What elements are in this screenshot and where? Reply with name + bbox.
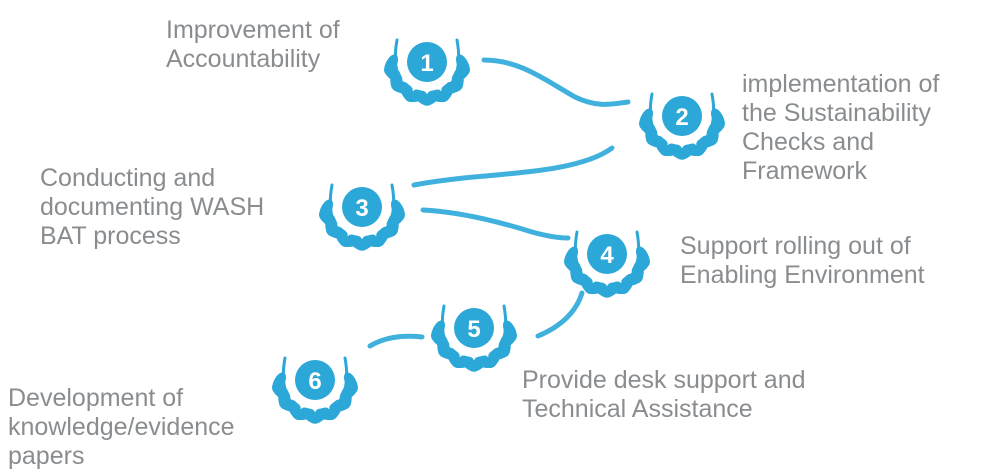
step-5-label-line: Provide desk support and	[522, 366, 806, 394]
laurel-wreath-icon	[272, 356, 358, 424]
step-2-label-line: Framework	[742, 157, 868, 185]
step-number-disc	[342, 187, 382, 227]
step-2-label-line: Checks and	[742, 128, 875, 156]
connector-5-6	[367, 333, 425, 349]
step-4-label: Support rolling out of Enabling Environm…	[680, 232, 925, 290]
step-6-label-line: papers	[8, 442, 85, 470]
step-2-label: implementation of the Sustainability Che…	[742, 70, 939, 186]
step-4-label-line: Support rolling out of	[680, 232, 911, 260]
step-5-number: 5	[467, 316, 480, 343]
connector-4-5	[535, 290, 585, 339]
connector-2-3	[411, 145, 615, 188]
step-1-label: Improvement of Accountability	[166, 16, 340, 74]
step-3-label-line: BAT process	[40, 222, 181, 250]
connector-3-4	[420, 207, 571, 241]
step-6-label: Development of knowledge/evidence papers	[8, 384, 235, 471]
connectors	[367, 57, 631, 349]
step-1-label-line: Accountability	[166, 45, 321, 73]
step-3-number: 3	[355, 195, 368, 222]
connector-1-2	[481, 57, 631, 107]
step-3-label-line: Conducting and	[40, 164, 216, 192]
laurel-wreath-icon	[431, 304, 517, 372]
step-6-label-line: Development of	[8, 384, 184, 412]
step-6-laurel-badge: 6	[272, 356, 358, 424]
step-2-label-line: implementation of	[742, 70, 940, 98]
step-number-disc	[662, 96, 702, 136]
step-5-laurel-badge: 5	[431, 304, 517, 372]
step-number-disc	[407, 42, 447, 82]
step-number-disc	[454, 308, 494, 348]
step-2-number: 2	[675, 104, 688, 131]
step-2-label-line: the Sustainability	[742, 99, 932, 127]
step-6-number: 6	[308, 368, 321, 395]
step-4-laurel-badge: 4	[564, 230, 650, 298]
step-1-label-line: Improvement of	[166, 16, 340, 44]
badges: 1 2 3 4 5 6	[272, 38, 725, 424]
step-5-label-line: Technical Assistance	[522, 395, 753, 423]
step-6-label-line: knowledge/evidence	[8, 413, 235, 441]
step-number-disc	[295, 360, 335, 400]
step-2-laurel-badge: 2	[639, 92, 725, 160]
laurel-wreath-icon	[319, 183, 405, 251]
laurel-wreath-icon	[564, 230, 650, 298]
step-number-disc	[587, 234, 627, 274]
step-4-number: 4	[600, 242, 614, 269]
step-3-laurel-badge: 3	[319, 183, 405, 251]
step-3-label-line: documenting WASH	[40, 193, 265, 221]
step-3-label: Conducting and documenting WASH BAT proc…	[40, 164, 264, 251]
laurel-wreath-icon	[384, 38, 470, 106]
step-4-label-line: Enabling Environment	[680, 261, 925, 289]
step-1-number: 1	[420, 50, 433, 77]
laurel-wreath-icon	[639, 92, 725, 160]
step-1-laurel-badge: 1	[384, 38, 470, 106]
step-5-label: Provide desk support and Technical Assis…	[522, 366, 806, 424]
